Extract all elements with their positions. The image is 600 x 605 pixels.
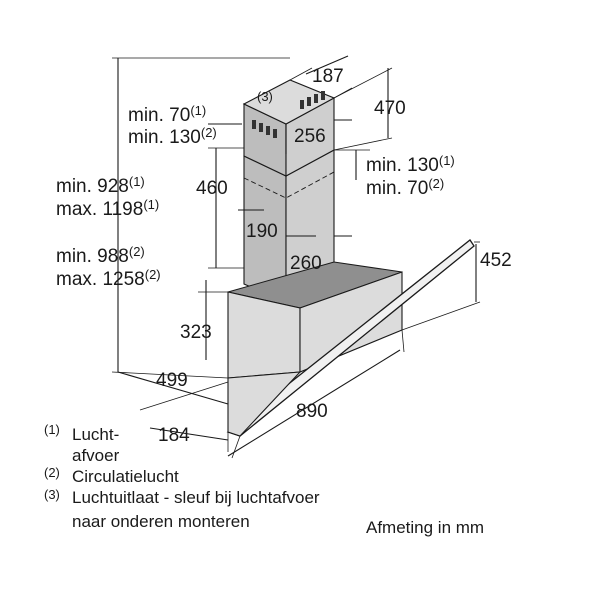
dim-460: 460 [196, 178, 228, 199]
dim-184: 184 [158, 425, 190, 446]
dim-187: 187 [312, 66, 344, 87]
dim-470: 470 [374, 98, 406, 119]
dim-323: 323 [180, 322, 212, 343]
dimension-labels: 187 470 256 (3) min. 70(1) min. 130(2) m… [56, 66, 512, 446]
glass-underside [227, 371, 302, 437]
dim-260: 260 [290, 253, 322, 274]
units-note: Afmeting in mm [366, 518, 484, 537]
legend-item2-text: Circulatielucht [72, 467, 179, 486]
legend-marker-1: (1) [44, 422, 60, 437]
label-min928: min. 928(1) [56, 174, 145, 197]
label-max1198: max. 1198(1) [56, 197, 159, 220]
legend-item3-line1: Luchtuitlaat - sleuf bij luchtafvoer [72, 488, 320, 507]
legend-item1-line1: Lucht- [72, 425, 119, 444]
duct-joint-line [243, 171, 335, 199]
label-max1258: max. 1258(2) [56, 267, 161, 290]
legend-item3-line2: naar onderen monteren [72, 512, 250, 531]
dim-190: 190 [246, 221, 278, 242]
dim-890: 890 [296, 401, 328, 422]
legend-marker-3: (3) [44, 487, 60, 502]
dimension-lines [111, 55, 481, 459]
dim-452: 452 [480, 250, 512, 271]
label-top-min130: min. 130(2) [128, 125, 217, 148]
dim-499: 499 [156, 370, 188, 391]
legend-marker-2: (2) [44, 465, 60, 480]
label-right-min70: min. 70(2) [366, 176, 444, 199]
legend-item1-line2: afvoer [72, 446, 120, 465]
hood-drawing [226, 79, 475, 437]
legend: (1) Lucht- afvoer (2) Circulatielucht (3… [44, 422, 320, 531]
air-outlet-slots [252, 91, 325, 138]
label-right-min130: min. 130(1) [366, 153, 455, 176]
slot-marker: (3) [257, 89, 273, 104]
dim-256: 256 [294, 126, 326, 147]
label-top-min70: min. 70(1) [128, 103, 206, 126]
label-min988: min. 988(2) [56, 244, 145, 267]
